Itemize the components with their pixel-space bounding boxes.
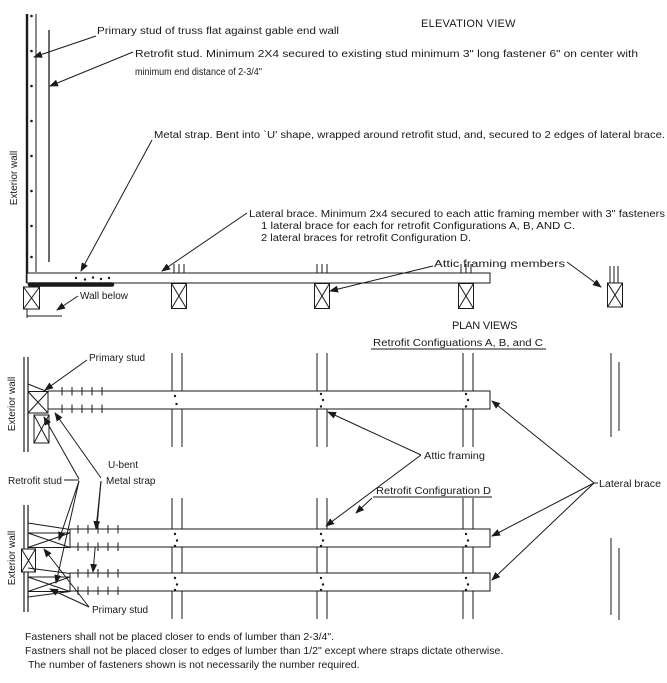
- elevation-view: ELEVATION VIEW Primary stud of truss fla…: [9, 14, 665, 318]
- elevation-metal-strap: [27, 276, 115, 287]
- d-lateral-brace-2: [27, 567, 491, 598]
- label-metal-strap: Metal strap: [106, 476, 156, 487]
- label-lateral-brace-note-1: Lateral brace. Minimum 2x4 secured to ea…: [249, 209, 665, 220]
- attic-member-1: [171, 264, 187, 309]
- plan-title: PLAN VIEWS: [452, 320, 518, 332]
- elevation-exterior-wall-label: Exterior wall: [9, 151, 20, 205]
- note-line-3: The number of fasteners shown is not nec…: [28, 659, 360, 671]
- label-primary-stud-truss: Primary stud of truss flat against gable…: [97, 26, 339, 37]
- abc-exterior-wall-label: Exterior wall: [7, 377, 18, 431]
- label-lateral-brace-note-2: 1 lateral brace for each for retrofit Co…: [261, 221, 575, 232]
- label-u-bent: U-bent: [108, 460, 138, 471]
- d-exterior-wall-label: Exterior wall: [7, 531, 18, 585]
- gable-end-wall: [25, 14, 37, 283]
- label-config-d: Retrofit Configuration D: [376, 486, 491, 497]
- abc-fastener-dots: [173, 392, 470, 408]
- label-retrofit-stud: Retrofit stud: [8, 476, 62, 487]
- lateral-brace-leaders: [491, 400, 598, 581]
- label-primary-stud-top: Primary stud: [89, 353, 145, 364]
- attic-member-lone: [607, 266, 623, 308]
- attic-member-3: [458, 264, 474, 309]
- d-attic-framing-pairs: [171, 498, 620, 620]
- label-attic-framing-members: Attic framing members: [434, 259, 565, 270]
- label-metal-strap-note: Metal strap. Bent into `U' shape, wrappe…: [154, 129, 665, 141]
- primary-stud-bottom-leaders: [43, 548, 90, 608]
- elevation-leaders: [33, 35, 602, 311]
- abc-lateral-brace: [47, 390, 491, 410]
- d-strap-ticks: [77, 525, 119, 595]
- wall-fastener-dots: [30, 14, 33, 259]
- attic-framing-leaders: [325, 411, 422, 527]
- label-lateral-brace: Lateral brace: [599, 479, 661, 490]
- elevation-lateral-brace: [26, 272, 491, 284]
- label-config-abc: Retrofit Configuations A, B, and C: [373, 338, 543, 349]
- cluster-leaders: [43, 412, 102, 584]
- plan-views: PLAN VIEWS Retrofit Configuations A, B, …: [7, 320, 661, 620]
- note-line-2: Fastners shall not be placed closer to e…: [25, 645, 503, 657]
- abc-attic-framing-pairs: [171, 353, 620, 447]
- label-retrofit-stud-note-1: Retrofit stud. Minimum 2X4 secured to ex…: [135, 49, 638, 60]
- abc-strap-ticks: [61, 387, 103, 413]
- label-retrofit-stud-note-2: minimum end distance of 2-3/4": [135, 67, 262, 78]
- label-wall-below: Wall below: [80, 291, 129, 302]
- primary-stud-top-leader: [44, 359, 88, 391]
- wall-below-box: [23, 286, 62, 318]
- footnotes: Fasteners shall not be placed closer to …: [25, 631, 503, 671]
- config-d-leader: [355, 497, 373, 514]
- abc-exterior-wall: [23, 357, 29, 452]
- label-primary-stud-bottom: Primary stud: [92, 605, 148, 616]
- elevation-title: ELEVATION VIEW: [421, 18, 516, 30]
- d-fastener-dots: [173, 532, 470, 592]
- label-lateral-brace-note-3: 2 lateral braces for retrofit Configurat…: [261, 233, 471, 244]
- note-line-1: Fasteners shall not be placed closer to …: [25, 631, 334, 643]
- attic-member-2: [314, 264, 330, 309]
- abc-primary-stud-block: [27, 383, 50, 444]
- label-attic-framing: Attic framing: [424, 451, 485, 462]
- d-mid-wall-box: [21, 548, 36, 573]
